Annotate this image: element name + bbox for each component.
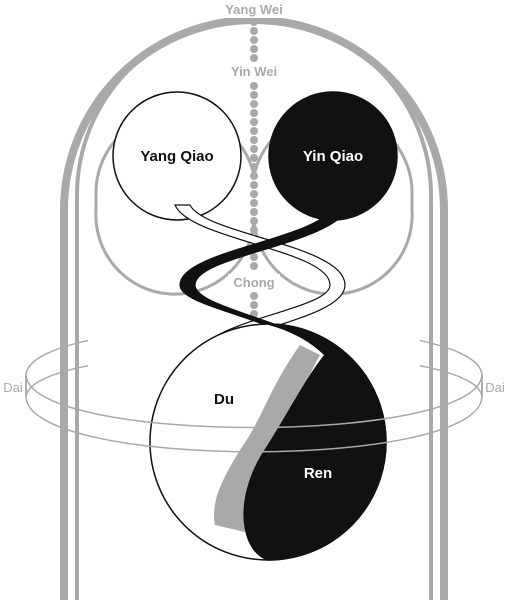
chong-bead (250, 118, 258, 126)
du-ren-yin-yang (149, 323, 387, 561)
yin-wei-label: Yin Wei (231, 64, 277, 79)
chong-bead (250, 54, 258, 62)
chong-bead (250, 109, 258, 117)
chong-bead (250, 301, 258, 309)
chong-bead (250, 292, 258, 300)
chong-bead (250, 217, 258, 225)
chong-bead (250, 163, 258, 171)
chong-bead (250, 199, 258, 207)
ren-label: Ren (304, 465, 332, 482)
du-label: Du (214, 391, 234, 408)
chong-bead (250, 145, 258, 153)
ren-region (243, 323, 387, 561)
chong-bead (250, 100, 258, 108)
chong-bead (250, 253, 258, 261)
yin-wei-label-bg (226, 64, 282, 80)
dai-right-label: Dai (485, 380, 505, 395)
chong-bead (250, 172, 258, 180)
chong-label-bg (228, 274, 280, 290)
yang-wei-label-bg (220, 2, 288, 18)
chong-bead (250, 136, 258, 144)
chong-bead (250, 262, 258, 270)
chong-bead (250, 181, 258, 189)
chong-bead (250, 190, 258, 198)
dai-left-label: Dai (3, 380, 23, 395)
yang-qiao-label: Yang Qiao (140, 148, 213, 165)
chong-label: Chong (233, 275, 274, 290)
chong-bead (250, 36, 258, 44)
chong-bead (250, 208, 258, 216)
yang-qiao-circle (112, 91, 242, 221)
gray-flow-band (214, 345, 320, 532)
chong-bead (250, 127, 258, 135)
chong-bead (250, 91, 258, 99)
chong-bead (250, 27, 258, 35)
chong-bead (250, 82, 258, 90)
chong-bead (250, 45, 258, 53)
yang-wei-label: Yang Wei (225, 2, 283, 17)
chong-bead (250, 226, 258, 234)
yin-qiao-label: Yin Qiao (303, 148, 363, 165)
chong-bead (250, 18, 258, 26)
chong-bead (250, 154, 258, 162)
